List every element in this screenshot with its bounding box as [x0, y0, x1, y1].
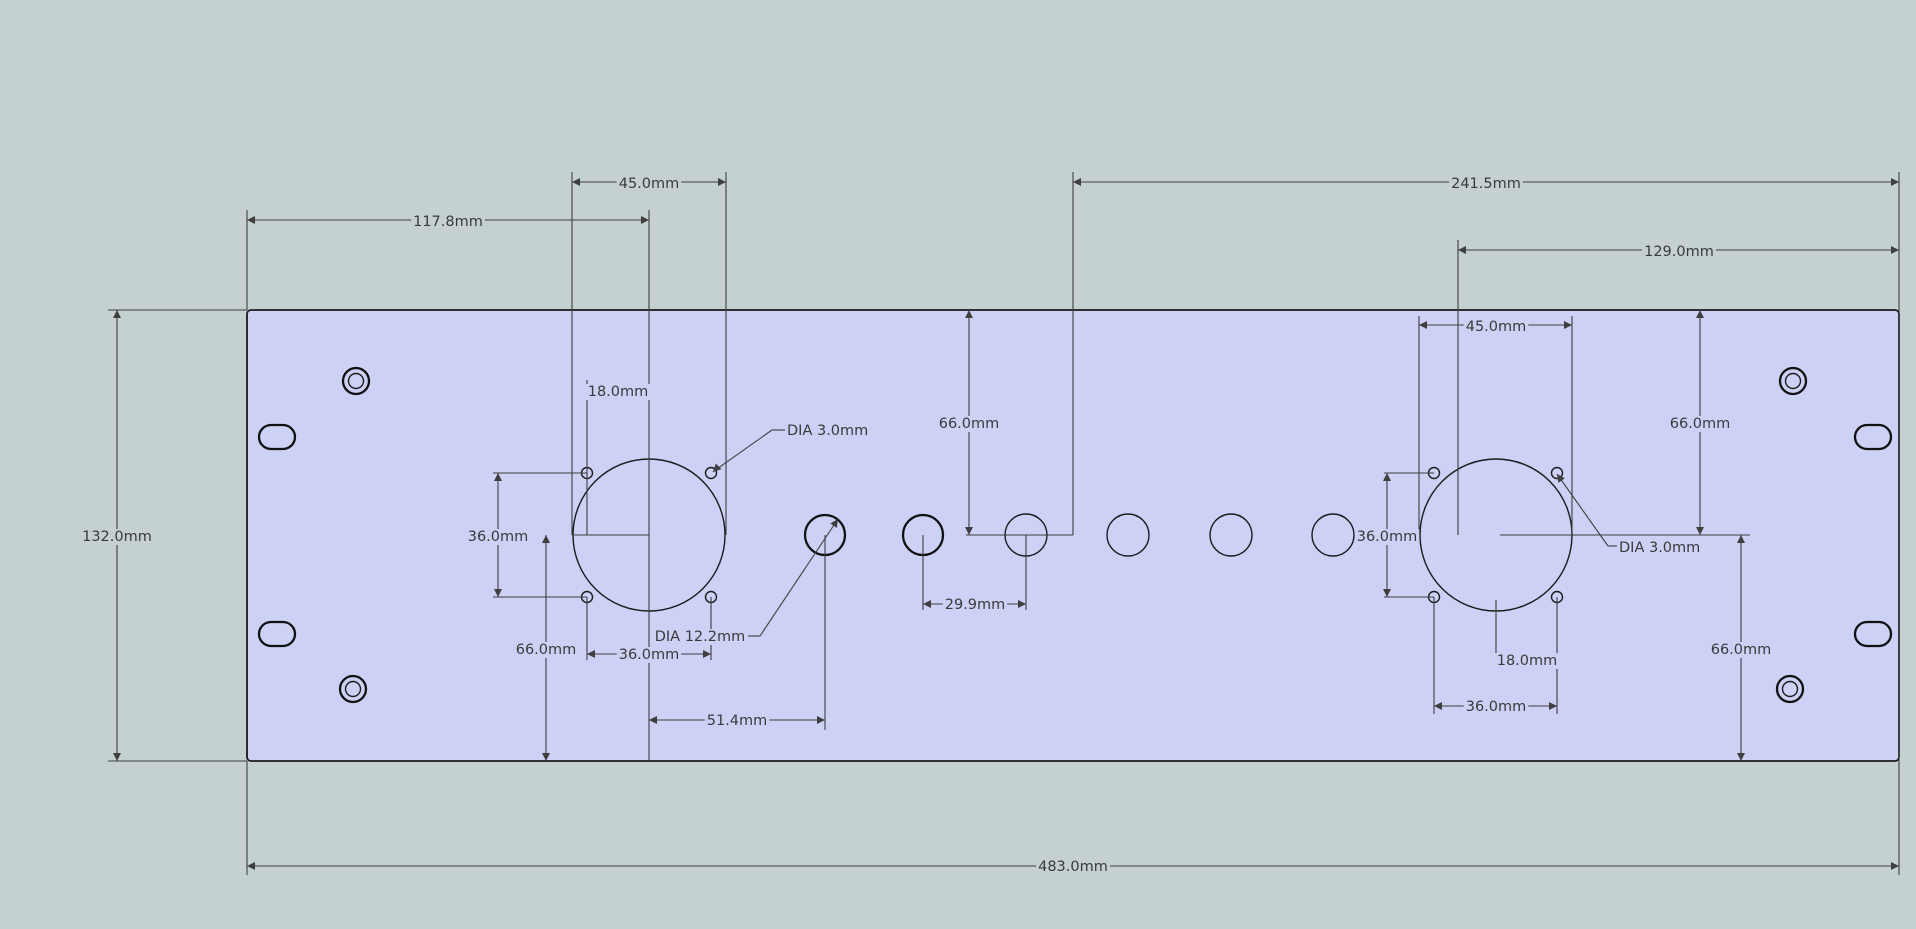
switch-hole-4: [1311, 513, 1355, 557]
dim-right-screw-horizontal: 36.0mm: [1466, 699, 1527, 715]
left-meter-screw-tr: [704, 466, 718, 480]
switch-hole-2: [1106, 513, 1150, 557]
dim-panel-height: 132.0mm: [82, 529, 152, 545]
dim-left-meter-span: 45.0mm: [619, 176, 680, 192]
leader-lines: [712, 429, 1618, 637]
dim-right-screw-dia: DIA 3.0mm: [1619, 540, 1700, 556]
rack-slot-top-left: [257, 423, 297, 451]
dim-knob-dia: DIA 12.2mm: [655, 629, 746, 645]
rack-slot-bottom-left: [257, 620, 297, 648]
dim-switch-spacing: 29.9mm: [945, 597, 1006, 613]
dim-left-meter-offset: 117.8mm: [413, 214, 483, 230]
dim-left-meter-height: 66.0mm: [516, 642, 577, 658]
dim-left-screw-offset: 18.0mm: [588, 384, 649, 400]
extension-lines: [108, 172, 1900, 875]
bushing-bottom-left: [338, 674, 368, 704]
rack-slot-bottom-right: [1853, 620, 1893, 648]
dim-switch-row-height: 66.0mm: [939, 416, 1000, 432]
dim-overall-width: 483.0mm: [1038, 859, 1108, 875]
dim-left-screw-dia: DIA 3.0mm: [787, 423, 868, 439]
dim-right-bottom-height: 66.0mm: [1711, 642, 1772, 658]
bushing-bottom-right: [1775, 674, 1805, 704]
rack-slot-top-right: [1853, 423, 1893, 451]
dim-right-screw-offset: 18.0mm: [1497, 653, 1558, 669]
switch-hole-3: [1209, 513, 1253, 557]
dim-right-offset-total: 241.5mm: [1451, 176, 1521, 192]
dim-knob-offset: 51.4mm: [707, 713, 768, 729]
dim-right-screw-vertical: 36.0mm: [1357, 529, 1418, 545]
bushing-top-left: [341, 366, 371, 396]
dim-right-meter-span: 45.0mm: [1466, 319, 1527, 335]
dimension-labels: 483.0mm 132.0mm 117.8mm 45.0mm 18.0mm DI…: [80, 176, 1774, 875]
bushing-top-right: [1778, 366, 1808, 396]
dim-right-meter-offset: 129.0mm: [1644, 244, 1714, 260]
dim-right-top-height: 66.0mm: [1670, 416, 1731, 432]
dim-left-screw-vertical: 36.0mm: [468, 529, 529, 545]
dim-left-screw-horizontal: 36.0mm: [619, 647, 680, 663]
